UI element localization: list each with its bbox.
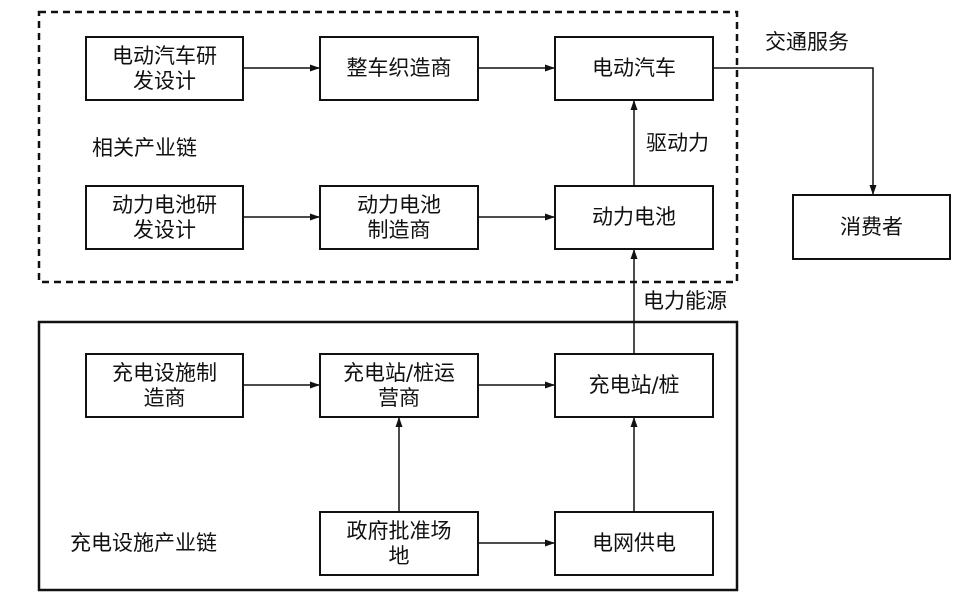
node-consumer: 消费者 xyxy=(840,214,903,239)
node-battery-rd: 动力电池研 发设计 xyxy=(112,192,217,242)
edge-label-traffic-service: 交通服务 xyxy=(765,30,849,54)
upper-group-label: 相关产业链 xyxy=(92,136,197,160)
lower-group-label: 充电设施产业链 xyxy=(70,531,217,555)
node-ev-rd: 电动汽车研 发设计 xyxy=(112,43,217,93)
node-battery-maker: 动力电池 制造商 xyxy=(357,192,441,242)
node-charging-maker: 充电设施制 造商 xyxy=(112,360,217,410)
node-gov-site: 政府批准场 地 xyxy=(346,518,452,568)
node-ev-box xyxy=(554,36,714,101)
node-consumer-box xyxy=(792,194,951,260)
edge-label-driving-force: 驱动力 xyxy=(646,131,709,155)
upper-group-frame xyxy=(37,10,739,284)
edge-ev-to-consumer xyxy=(713,67,877,195)
node-charging-maker-box xyxy=(85,353,244,418)
node-grid-power-box xyxy=(554,511,714,576)
node-battery: 动力电池 xyxy=(592,205,676,229)
node-grid-power: 电网供电 xyxy=(592,531,676,555)
node-charging-station: 充电站/桩 xyxy=(588,373,680,397)
node-ev-rd-box xyxy=(85,36,244,101)
edge-label-electric-energy: 电力能源 xyxy=(643,289,727,313)
node-charging-operator-box xyxy=(319,353,479,418)
node-vehicle-maker: 整车织造商 xyxy=(346,56,452,80)
lower-group-frame xyxy=(37,320,739,592)
node-charging-operator: 充电站/桩运 营商 xyxy=(342,360,456,410)
node-battery-rd-box xyxy=(85,185,244,250)
node-ev: 电动汽车 xyxy=(592,56,676,80)
node-battery-box xyxy=(554,185,714,250)
